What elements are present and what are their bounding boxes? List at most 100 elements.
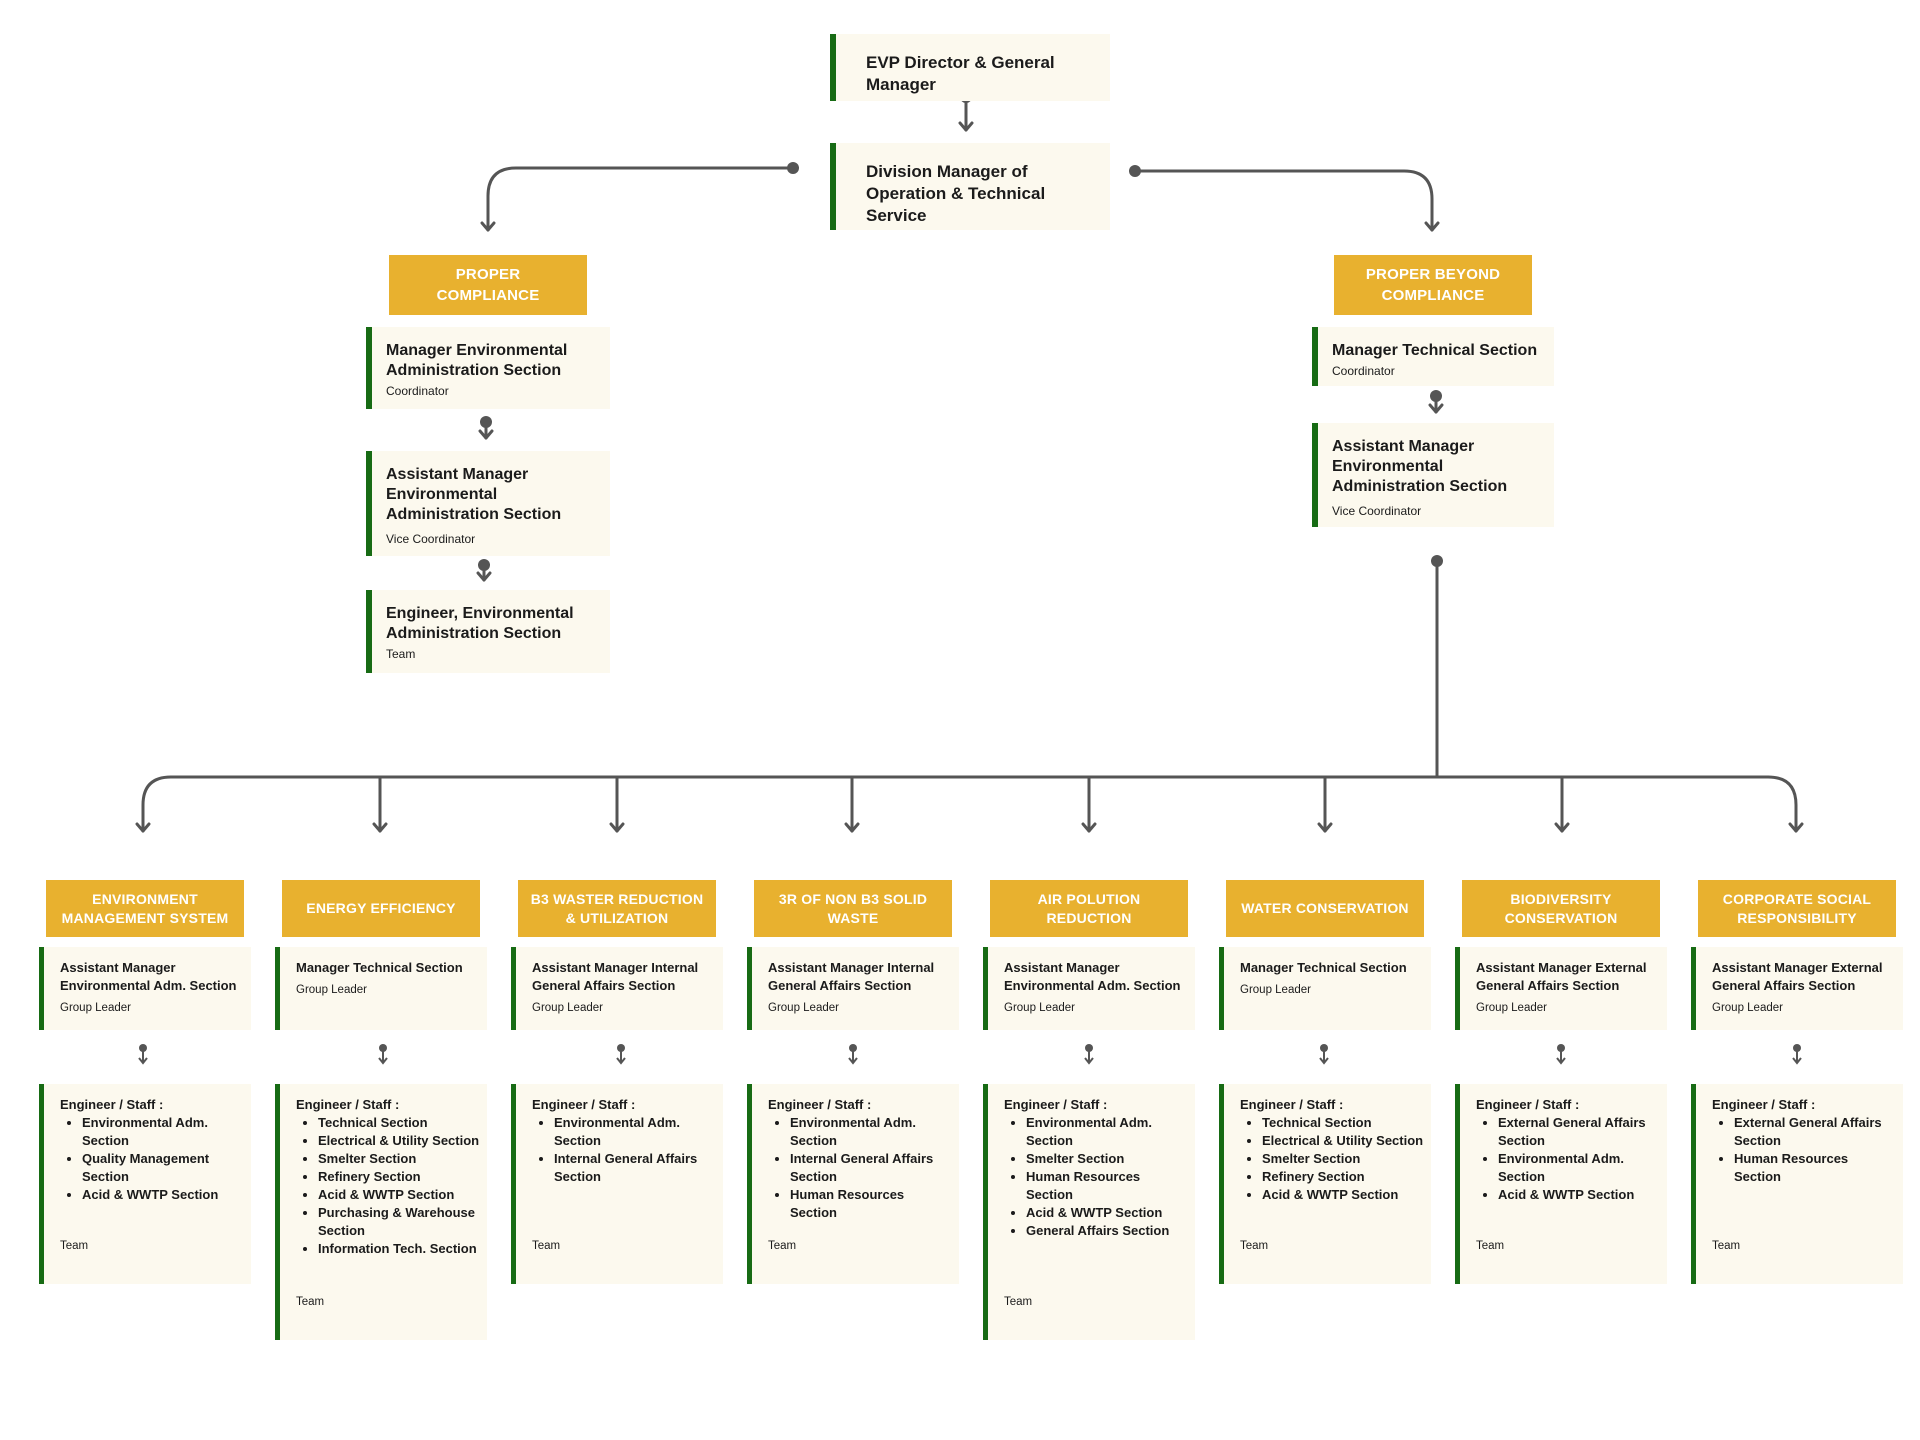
pbc-manager-title: Manager Technical Section: [1332, 342, 1538, 359]
division-to-pc-arrowhead: [480, 221, 496, 232]
engineer-staff-label: Engineer / Staff :: [532, 1097, 636, 1112]
group-leader-role: Group Leader: [1004, 1002, 1075, 1014]
staff-section-item: External General Affairs Section: [1498, 1114, 1661, 1150]
group-leader-role: Group Leader: [1240, 984, 1311, 996]
division-manager-title: Division Manager of Operation & Technica…: [866, 162, 1046, 225]
group-leader-title: Manager Technical Section: [1240, 960, 1407, 975]
bus-drop-arrowhead: [1081, 822, 1097, 833]
staff-section-item: Acid & WWTP Section: [1026, 1204, 1189, 1222]
team-label: Team: [296, 1296, 325, 1308]
staff-section-item: Acid & WWTP Section: [318, 1186, 481, 1204]
staff-section-item: Purchasing & Warehouse Section: [318, 1204, 481, 1240]
pc-manager-to-assistant-dot: [480, 416, 492, 428]
bus-drop-arrowhead: [1317, 822, 1333, 833]
proper-compliance-header: PROPER COMPLIANCE: [389, 255, 587, 315]
staff-section-list: Environmental Adm. SectionInternal Gener…: [532, 1114, 717, 1186]
group-leader-title: Manager Technical Section: [296, 960, 463, 975]
staff-section-list: Technical SectionElectrical & Utility Se…: [296, 1114, 481, 1258]
division-to-pbc-line: [1133, 169, 1434, 232]
group-leader-title: Assistant Manager External General Affai…: [1476, 960, 1647, 993]
program-header-corporate-social-responsibility: CORPORATE SOCIAL RESPONSIBILITY: [1698, 880, 1896, 937]
leader-to-staff-arrow: [1319, 1048, 1329, 1065]
group-leader-card: Assistant Manager Internal General Affai…: [511, 947, 723, 1030]
pbc-manager-to-assistant-arrowhead: [1428, 403, 1444, 414]
engineer-staff-card: Engineer / Staff :Environmental Adm. Sec…: [747, 1084, 959, 1284]
bus-drop-arrowhead: [844, 822, 860, 833]
engineer-staff-card: Engineer / Staff : Environmental Adm. Sec…: [511, 1084, 723, 1284]
group-leader-role: Group Leader: [768, 1002, 839, 1014]
team-label: Team: [1476, 1240, 1505, 1252]
engineer-staff-card: Engineer / Staff :External General Affai…: [1455, 1084, 1667, 1284]
staff-section-item: Acid & WWTP Section: [1498, 1186, 1661, 1204]
team-label: Team: [1004, 1296, 1033, 1308]
staff-section-item: Environmental Adm. Section: [790, 1114, 953, 1150]
leader-to-staff-arrow: [138, 1048, 148, 1065]
group-leader-title: Assistant Manager Environmental Adm. Sec…: [60, 960, 237, 993]
group-leader-role: Group Leader: [60, 1002, 131, 1014]
program-header-3r-non-b3-solid-waste: 3R of NON B3 SOLID WASTE: [754, 880, 952, 937]
pc-manager-title: Manager Environmental Administration Sec…: [386, 342, 568, 379]
staff-section-item: Refinery Section: [1262, 1168, 1425, 1186]
group-leader-card: Assistant Manager Internal General Affai…: [747, 947, 959, 1030]
engineer-staff-card: Engineer / Staff :External General Affai…: [1691, 1084, 1903, 1284]
evp-director-node: EVP Director & General Manager: [830, 34, 1110, 101]
bus-drop-arrowhead: [135, 822, 151, 833]
staff-section-list: Environmental Adm. SectionQuality Manage…: [60, 1114, 245, 1204]
pc-assistant-title: Assistant Manager Environmental Administ…: [386, 466, 562, 523]
staff-section-list: Environmental Adm. SectionInternal Gener…: [768, 1114, 953, 1222]
group-leader-role: Group Leader: [296, 984, 367, 996]
staff-section-item: Technical Section: [318, 1114, 481, 1132]
group-leader-card: Assistant Manager External General Affai…: [1691, 947, 1903, 1030]
evp-director-title: EVP Director & General Manager: [866, 53, 1055, 94]
pbc-assistant-title: Assistant Manager Environmental Administ…: [1332, 438, 1508, 495]
engineer-staff-card: Engineer / Staff :Technical SectionElect…: [1219, 1084, 1431, 1284]
staff-section-item: Acid & WWTP Section: [1262, 1186, 1425, 1204]
pc-engineer-node: Engineer, Environmental Administration S…: [366, 590, 610, 673]
staff-section-item: Human Resources Section: [1026, 1168, 1189, 1204]
team-label: Team: [1712, 1240, 1741, 1252]
staff-section-item: Information Tech. Section: [318, 1240, 481, 1258]
group-leader-title: Assistant Manager Internal General Affai…: [532, 960, 699, 993]
engineer-staff-label: Engineer / Staff :: [296, 1097, 400, 1112]
staff-section-item: Environmental Adm. Section: [1026, 1114, 1189, 1150]
bus-drop-arrowhead: [609, 822, 625, 833]
division-to-pc-line: [486, 166, 795, 232]
pc-manager-role: Coordinator: [386, 384, 449, 398]
leader-to-staff-arrow: [1556, 1048, 1566, 1065]
group-leader-card: Assistant Manager Environmental Adm. Sec…: [983, 947, 1195, 1030]
leader-to-staff-arrow: [848, 1048, 858, 1065]
staff-section-item: Electrical & Utility Section: [1262, 1132, 1425, 1150]
engineer-staff-label: Engineer / Staff :: [1240, 1097, 1344, 1112]
staff-section-item: Acid & WWTP Section: [82, 1186, 245, 1204]
pc-engineer-role: Team: [386, 647, 416, 661]
group-leader-role: Group Leader: [1712, 1002, 1783, 1014]
engineer-staff-card: Engineer / Staff : Technical SectionElect…: [275, 1084, 487, 1340]
team-label: Team: [768, 1240, 797, 1252]
pc-assistant-to-engineer-arrowhead: [476, 571, 492, 582]
leader-to-staff-arrow: [1792, 1048, 1802, 1065]
proper-beyond-header: PROPER BEYOND COMPLIANCE: [1334, 255, 1532, 315]
staff-section-item: Environmental Adm. Section: [82, 1114, 245, 1150]
pc-engineer-title: Engineer, Environmental Administration S…: [386, 605, 574, 642]
bus-drop-arrowhead: [1788, 822, 1804, 833]
group-leader-title: Assistant Manager Environmental Adm. Sec…: [1004, 960, 1181, 993]
evp-to-division-arrowhead: [958, 121, 974, 132]
pc-assistant-to-engineer-dot: [478, 559, 490, 571]
staff-section-item: Smelter Section: [318, 1150, 481, 1168]
program-header-water-conservation: WATER CONSERVATION: [1226, 880, 1424, 937]
group-leader-title: Assistant Manager Internal General Affai…: [768, 960, 935, 993]
division-to-pbc-arrowhead: [1424, 221, 1440, 232]
staff-section-list: Environmental Adm. SectionSmelter Sectio…: [1004, 1114, 1189, 1240]
group-leader-role: Group Leader: [532, 1002, 603, 1014]
staff-section-item: Human Resources Section: [1734, 1150, 1897, 1186]
program-header-energy-efficiency: ENERGY EFFICIENCY: [282, 880, 480, 937]
engineer-staff-label: Engineer / Staff :: [1712, 1097, 1816, 1112]
staff-section-item: Smelter Section: [1262, 1150, 1425, 1168]
pbc-assistant-role: Vice Coordinator: [1332, 504, 1422, 518]
group-leader-card: Assistant Manager External General Affai…: [1455, 947, 1667, 1030]
engineer-staff-card: Engineer / Staff :Environmental Adm. Sec…: [39, 1084, 251, 1284]
staff-section-list: External General Affairs SectionEnvironm…: [1476, 1114, 1661, 1204]
staff-section-item: Internal General Affairs Section: [790, 1150, 953, 1186]
